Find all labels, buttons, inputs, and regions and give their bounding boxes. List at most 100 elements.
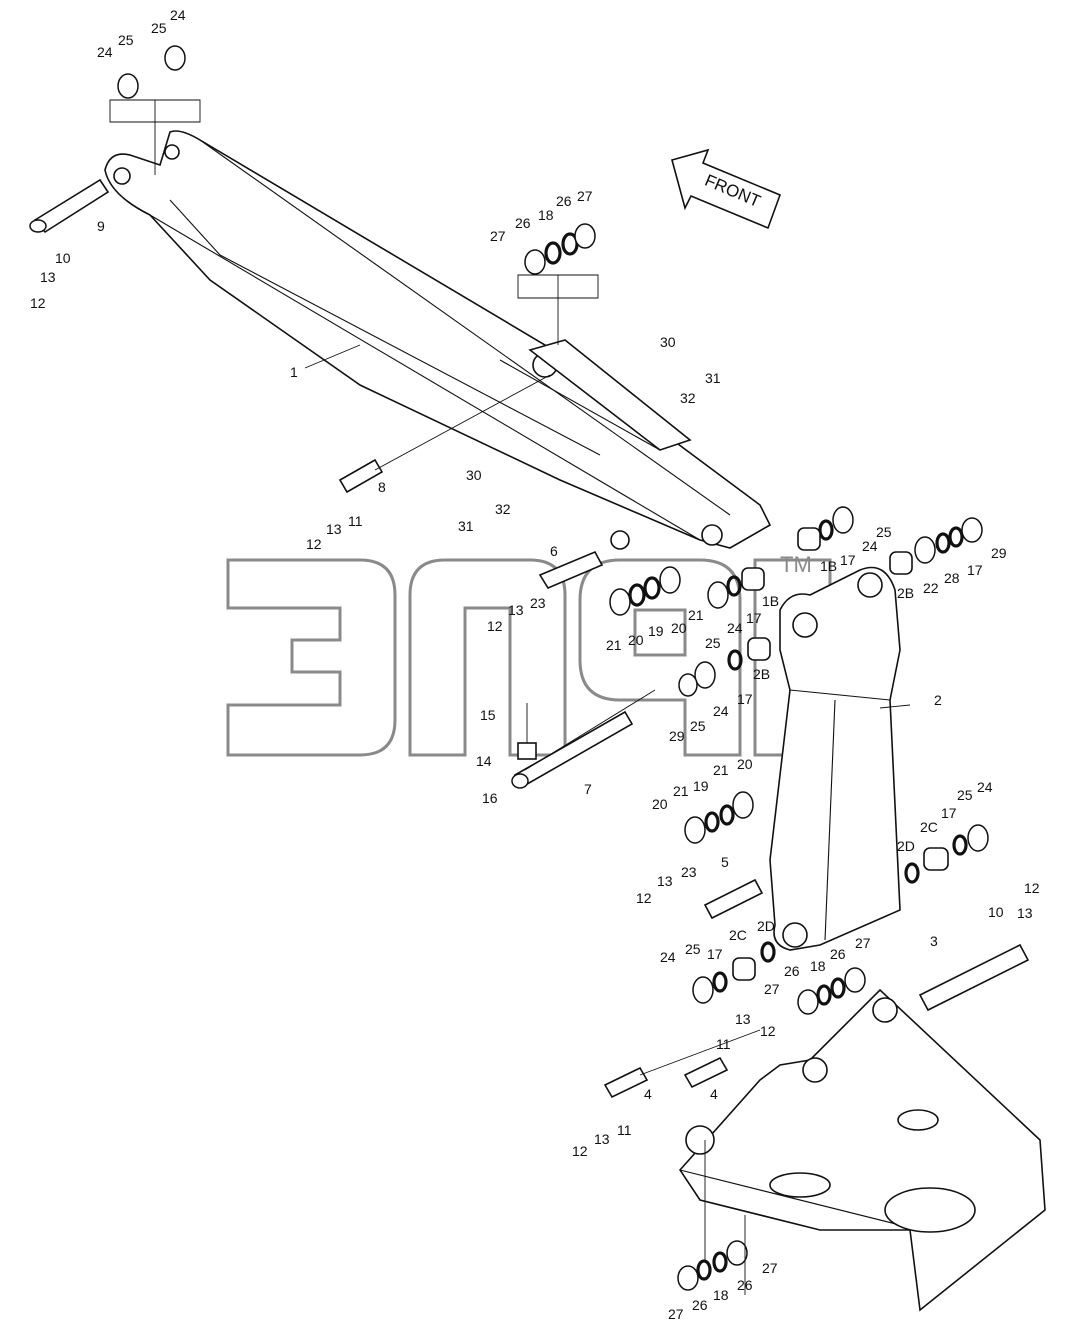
callout-20: 20 <box>671 620 687 636</box>
callout-31: 31 <box>458 518 474 534</box>
callout-17: 17 <box>941 805 957 821</box>
callout-12: 12 <box>1024 880 1040 896</box>
callout-25: 25 <box>118 32 134 48</box>
callout-11: 11 <box>716 1036 731 1052</box>
callout-24: 24 <box>97 44 113 60</box>
callout-2B: 2B <box>897 585 914 601</box>
callout-20: 20 <box>737 756 753 772</box>
callout-30: 30 <box>660 334 676 350</box>
callout-25: 25 <box>705 635 721 651</box>
upper-frame <box>678 988 1046 1312</box>
callout-24: 24 <box>977 779 993 795</box>
callout-25: 25 <box>876 524 892 540</box>
pins-and-hardware <box>29 178 1030 1099</box>
callout-10: 10 <box>55 250 71 266</box>
callout-29: 29 <box>669 728 685 744</box>
callout-1: 1 <box>290 364 298 380</box>
callout-24: 24 <box>170 7 186 23</box>
callout-26: 26 <box>737 1277 753 1293</box>
seals-and-shims <box>117 45 989 1291</box>
callout-12: 12 <box>30 295 46 311</box>
callout-23: 23 <box>530 595 546 611</box>
callout-5: 5 <box>721 854 729 870</box>
callout-22: 22 <box>923 580 939 596</box>
callout-13: 13 <box>40 269 56 285</box>
callout-28: 28 <box>944 570 960 586</box>
callout-2D: 2D <box>897 838 915 854</box>
callout-18: 18 <box>810 958 826 974</box>
callout-2: 2 <box>934 692 942 708</box>
arm-assembly <box>104 130 772 550</box>
callout-14: 14 <box>476 753 492 769</box>
callout-13: 13 <box>594 1131 610 1147</box>
callout-25: 25 <box>685 941 701 957</box>
callout-6: 6 <box>550 543 558 559</box>
callout-17: 17 <box>746 610 762 626</box>
callout-24: 24 <box>862 538 878 554</box>
callout-20: 20 <box>652 796 668 812</box>
callout-13: 13 <box>735 1011 751 1027</box>
callout-18: 18 <box>713 1287 729 1303</box>
callout-11: 11 <box>617 1122 632 1138</box>
callout-13: 13 <box>326 521 342 537</box>
callout-24: 24 <box>660 949 676 965</box>
callout-20: 20 <box>628 632 644 648</box>
callout-12: 12 <box>572 1143 588 1159</box>
callout-27: 27 <box>764 981 780 997</box>
watermark-letter-e <box>226 558 397 757</box>
callout-21: 21 <box>606 637 622 653</box>
callout-4: 4 <box>710 1086 718 1102</box>
callout-25: 25 <box>690 718 706 734</box>
callout-11: 11 <box>348 513 363 529</box>
callout-27: 27 <box>855 935 871 951</box>
callout-2D: 2D <box>757 918 775 934</box>
callout-3: 3 <box>930 933 938 949</box>
callout-24: 24 <box>727 620 743 636</box>
callout-24: 24 <box>713 703 729 719</box>
callout-26: 26 <box>692 1297 708 1313</box>
watermark-tm: TM <box>780 552 812 577</box>
callout-2B: 2B <box>753 666 770 682</box>
watermark-letter-p <box>408 558 567 757</box>
callout-27: 27 <box>577 188 593 204</box>
callout-17: 17 <box>707 946 723 962</box>
callout-17: 17 <box>737 691 753 707</box>
callout-12: 12 <box>636 890 652 906</box>
callout-18: 18 <box>538 207 554 223</box>
callout-2C: 2C <box>920 819 938 835</box>
callout-19: 19 <box>648 623 664 639</box>
callout-26: 26 <box>556 193 572 209</box>
callout-12: 12 <box>487 618 503 634</box>
callout-1B: 1B <box>762 593 779 609</box>
callout-labels: 24 25 25 24 9 10 13 12 1 27 26 18 26 27 … <box>30 7 1040 1322</box>
callout-30: 30 <box>466 467 482 483</box>
callout-25: 25 <box>957 787 973 803</box>
callout-27: 27 <box>762 1260 778 1276</box>
callout-26: 26 <box>515 215 531 231</box>
callout-4: 4 <box>644 1086 652 1102</box>
callout-32: 32 <box>495 501 511 517</box>
callout-21: 21 <box>688 607 704 623</box>
callout-12: 12 <box>760 1023 776 1039</box>
callout-9: 9 <box>97 218 105 234</box>
callout-15: 15 <box>480 707 496 723</box>
callout-29: 29 <box>991 545 1007 561</box>
callout-27: 27 <box>668 1306 684 1322</box>
front-direction-arrow: FRONT <box>671 148 782 230</box>
callout-26: 26 <box>784 963 800 979</box>
callout-23: 23 <box>681 864 697 880</box>
callout-17: 17 <box>967 562 983 578</box>
callout-25: 25 <box>151 20 167 36</box>
callout-21: 21 <box>713 762 729 778</box>
callout-12: 12 <box>306 536 322 552</box>
callout-31: 31 <box>705 370 721 386</box>
leader-lines <box>109 99 911 1295</box>
callout-13: 13 <box>508 602 524 618</box>
callout-10: 10 <box>988 904 1004 920</box>
callout-16: 16 <box>482 790 498 806</box>
callout-1B: 1B <box>820 558 837 574</box>
callout-21: 21 <box>673 783 689 799</box>
callout-13: 13 <box>1017 905 1033 921</box>
